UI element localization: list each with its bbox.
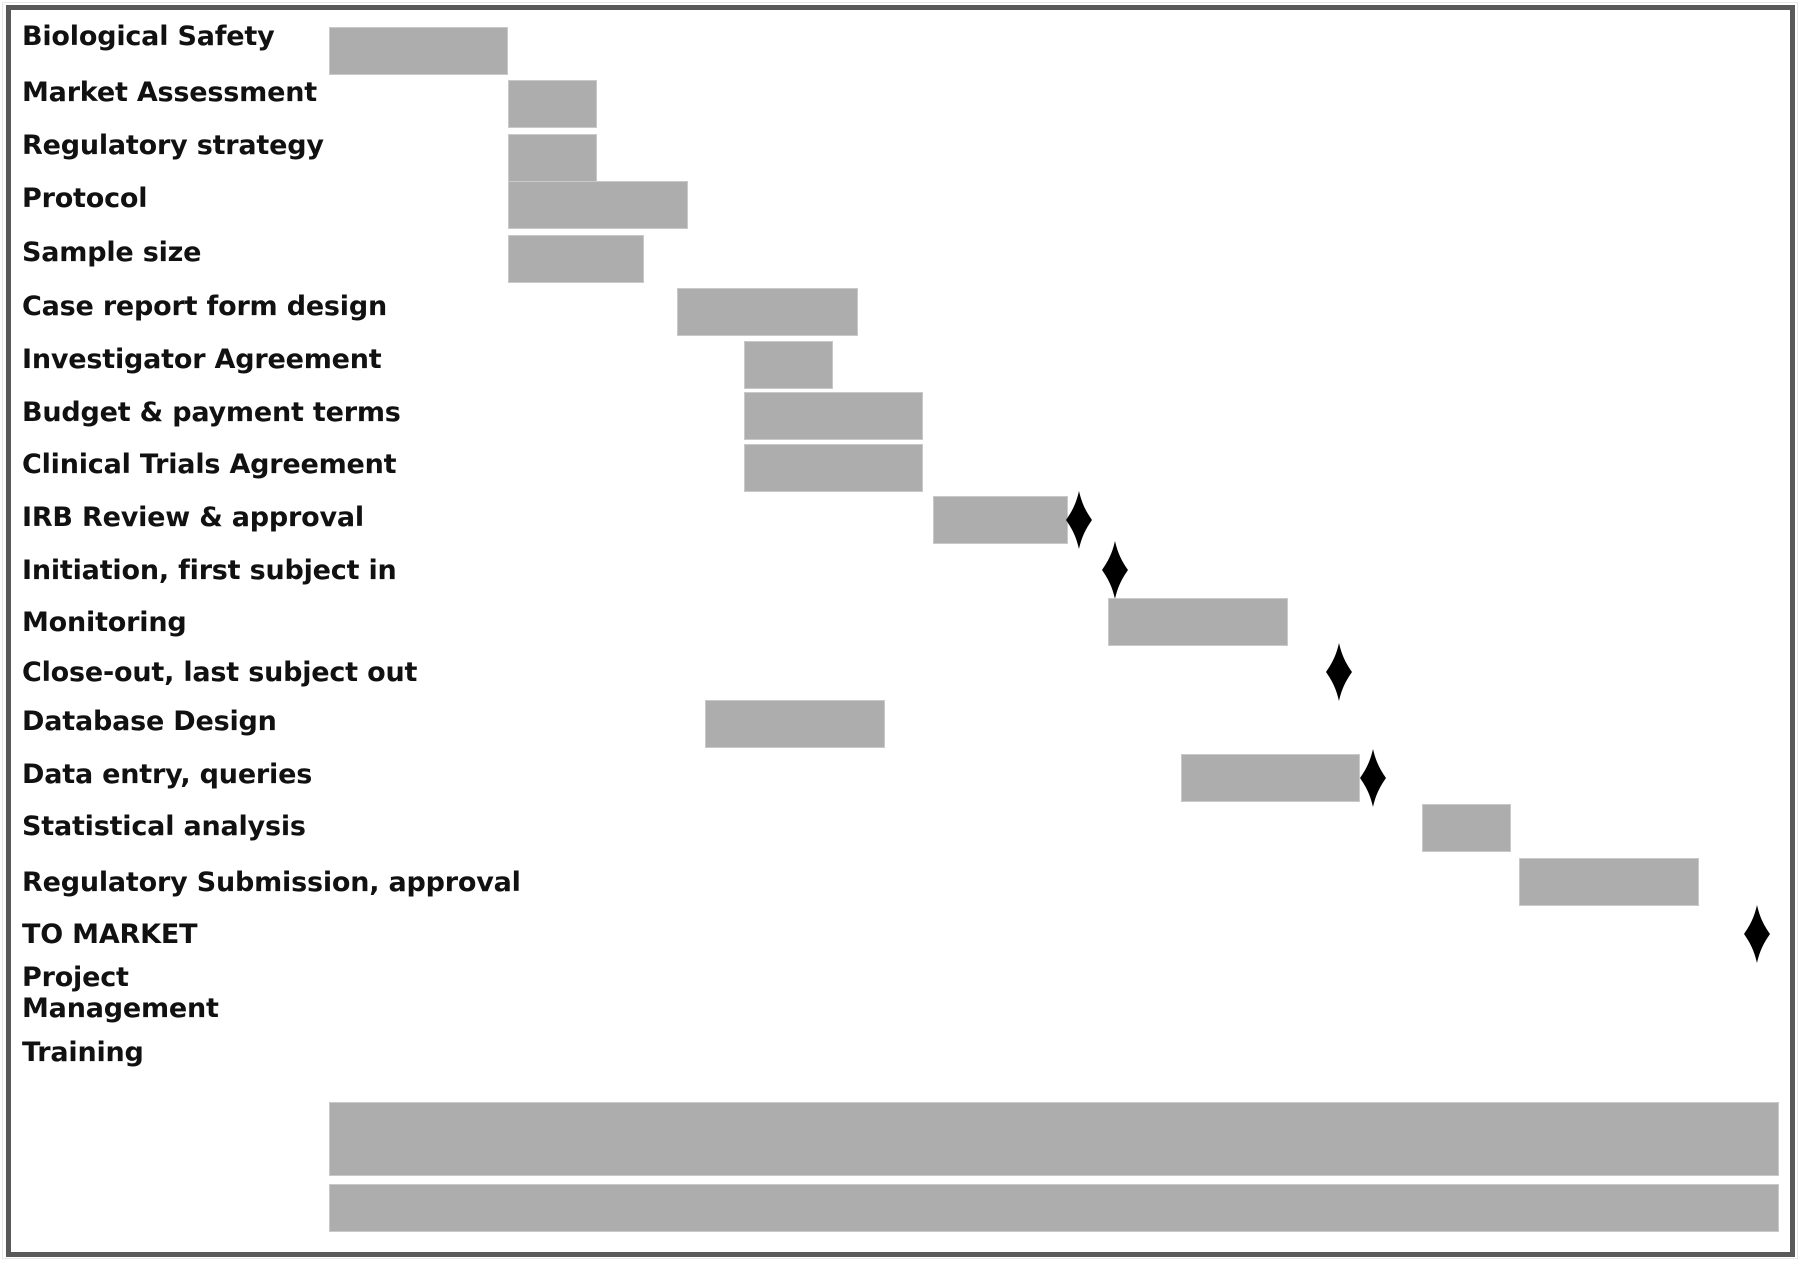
chart-inner-frame	[6, 5, 1795, 1257]
task-bar[interactable]	[1108, 598, 1288, 646]
task-bar[interactable]	[1519, 858, 1699, 906]
task-label: Statistical analysis	[22, 811, 306, 842]
task-label: Budget & payment terms	[22, 397, 401, 428]
task-bar[interactable]	[508, 235, 644, 283]
task-label: Training	[22, 1037, 144, 1068]
task-label: Protocol	[22, 183, 148, 214]
task-bar[interactable]	[329, 1102, 1779, 1176]
task-bar[interactable]	[744, 444, 923, 492]
task-label: Sample size	[22, 237, 202, 268]
task-bar[interactable]	[508, 80, 597, 128]
task-label: Database Design	[22, 706, 277, 737]
task-bar[interactable]	[1422, 804, 1511, 852]
task-label: Market Assessment	[22, 77, 317, 108]
task-bar[interactable]	[1181, 754, 1360, 802]
task-bar[interactable]	[744, 392, 923, 440]
task-label: Case report form design	[22, 291, 388, 322]
task-bar[interactable]	[329, 1184, 1779, 1232]
task-label: Biological Safety	[22, 21, 275, 52]
task-label: TO MARKET	[22, 919, 198, 950]
task-bar[interactable]	[677, 288, 858, 336]
task-label: Data entry, queries	[22, 759, 313, 790]
task-bar[interactable]	[705, 700, 885, 748]
task-label: Monitoring	[22, 607, 187, 638]
task-label: Project Management	[22, 962, 219, 1024]
task-bar[interactable]	[329, 27, 508, 75]
task-label: Regulatory Submission, approval	[22, 867, 521, 898]
task-label: Close-out, last subject out	[22, 657, 418, 688]
task-label: Regulatory strategy	[22, 130, 324, 161]
task-label: IRB Review & approval	[22, 502, 364, 533]
task-label: Investigator Agreement	[22, 344, 382, 375]
task-label: Initiation, first subject in	[22, 555, 397, 586]
task-bar[interactable]	[508, 181, 688, 229]
task-bar[interactable]	[744, 341, 833, 389]
task-bar[interactable]	[933, 496, 1068, 544]
task-bar[interactable]	[508, 134, 597, 182]
task-label: Clinical Trials Agreement	[22, 449, 397, 480]
